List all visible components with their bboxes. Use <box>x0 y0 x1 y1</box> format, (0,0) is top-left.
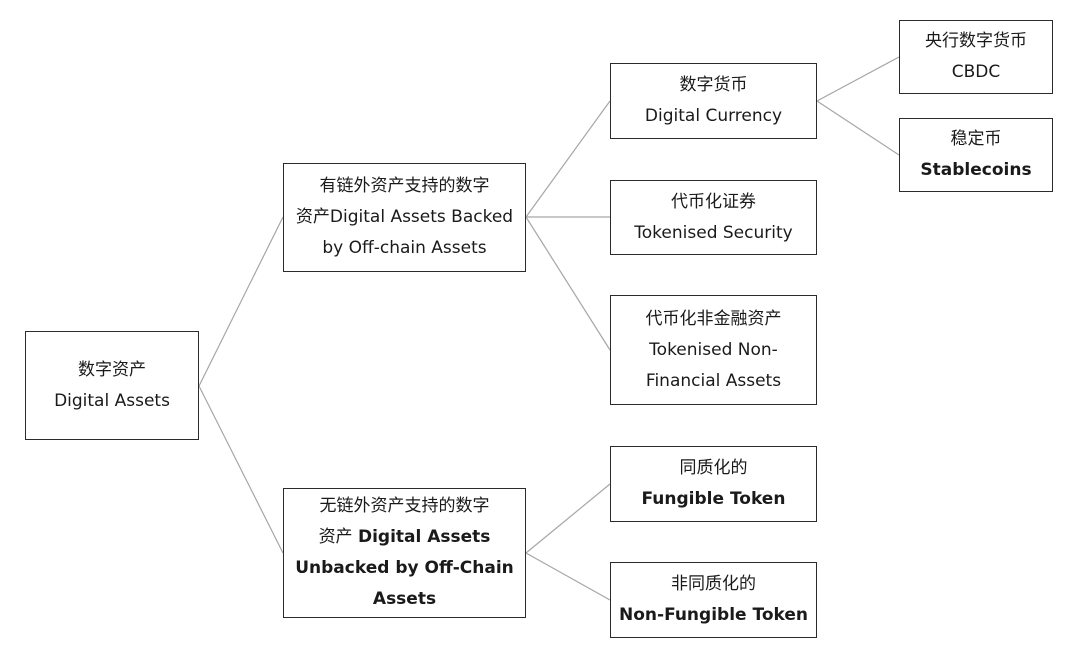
node-label-line2-zh: 资产 <box>318 527 358 547</box>
node-label-line2-en: Digital Assets <box>357 527 491 547</box>
node-backed-digital-assets: 有链外资产支持的数字 资产Digital Assets Backed by Of… <box>283 163 526 272</box>
node-label-zh: 数字资产 <box>78 359 146 380</box>
node-label-zh: 代币化非金融资产 <box>645 308 782 329</box>
connector-unbacked-nft <box>525 552 611 601</box>
node-fungible-token: 同质化的 Fungible Token <box>610 446 817 522</box>
connector-unbacked-fungible <box>525 483 611 554</box>
node-label-line3: Unbacked by Off-Chain <box>295 558 514 578</box>
node-tokenised-non-financial-assets: 代币化非金融资产 Tokenised Non- Financial Assets <box>610 295 817 405</box>
node-label-line2: 资产 Digital Assets <box>295 522 514 553</box>
node-digital-assets: 数字资产 Digital Assets <box>25 331 199 440</box>
node-non-fungible-token: 非同质化的 Non-Fungible Token <box>610 562 817 638</box>
node-label-zh: 代币化证券 <box>670 191 756 212</box>
node-label-en: Digital Assets <box>54 390 170 411</box>
connector-currency-stablecoin <box>816 100 900 156</box>
node-label-line1: 有链外资产支持的数字 <box>319 176 490 196</box>
node-cbdc: 央行数字货币 CBDC <box>899 20 1053 94</box>
node-label-en: Non-Fungible Token <box>619 605 808 625</box>
node-label-line4: Assets <box>372 589 437 609</box>
node-label-line1: 无链外资产支持的数字 <box>319 496 490 516</box>
connector-root-backed <box>198 216 284 387</box>
connector-backed-currency <box>525 100 611 218</box>
node-tokenised-security: 代币化证券 Tokenised Security <box>610 180 817 255</box>
node-label-en: Fungible Token <box>641 489 786 509</box>
node-label-zh: 数字货币 <box>679 75 748 95</box>
node-label-en-1: Tokenised Non- <box>649 339 778 360</box>
node-label-line3: by Off-chain Assets <box>322 238 487 258</box>
node-stablecoins: 稳定币 Stablecoins <box>899 118 1053 192</box>
node-digital-currency: 数字货币 Digital Currency <box>610 63 817 139</box>
node-label-en: Tokenised Security <box>634 222 793 243</box>
node-label-zh: 同质化的 <box>679 458 748 478</box>
node-label-zh: 非同质化的 <box>670 574 756 594</box>
node-unbacked-digital-assets: 无链外资产支持的数字 资产 Digital Assets Unbacked by… <box>283 488 526 618</box>
node-label-line2: 资产Digital Assets Backed <box>295 207 514 227</box>
node-label-en: Stablecoins <box>920 160 1032 180</box>
node-label-zh: 稳定币 <box>950 129 1002 149</box>
node-label-en: Digital Currency <box>644 106 783 126</box>
node-label-en-2: Financial Assets <box>645 370 782 391</box>
node-label-zh: 央行数字货币 <box>925 31 1027 51</box>
connector-root-unbacked <box>198 385 284 554</box>
node-label-en: CBDC <box>951 62 1001 82</box>
connector-currency-cbdc <box>816 56 900 102</box>
connector-backed-nonfinancial <box>525 216 611 351</box>
